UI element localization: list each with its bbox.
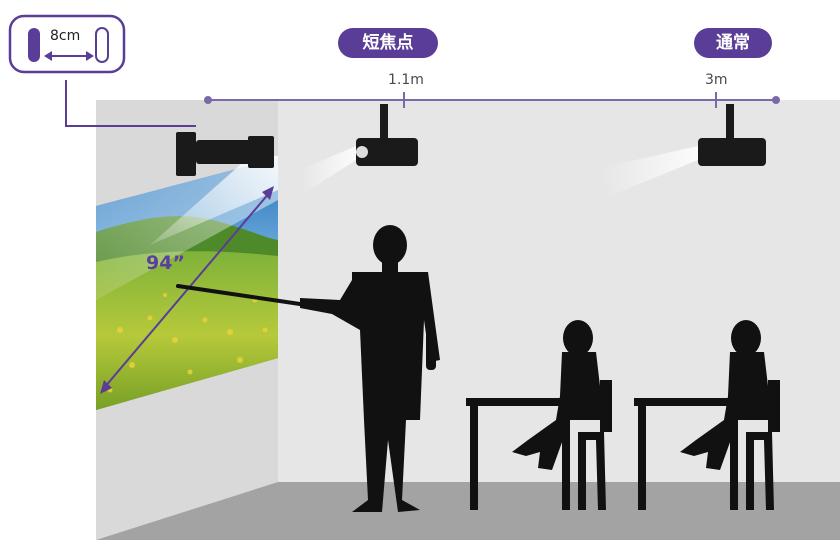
distance-scale <box>204 92 780 108</box>
distance-label-normal: 3m <box>705 72 728 88</box>
diagonal-size-arrow <box>100 186 274 394</box>
short-throw-projector-beam <box>300 146 356 196</box>
short-throw-label: 短焦点 <box>362 33 414 53</box>
screen-size-label: 94” <box>146 252 185 274</box>
student-2-silhouette <box>634 320 780 510</box>
floor <box>96 482 840 540</box>
short-throw-projector <box>356 104 418 166</box>
short-throw-badge: 短焦点 <box>338 28 438 58</box>
distance-label-short: 1.1m <box>388 72 424 88</box>
wall-projector <box>176 132 274 176</box>
teacher-silhouette <box>300 225 440 512</box>
normal-projector-beam <box>600 146 698 196</box>
wall-gap-badge <box>8 14 126 74</box>
student-1-silhouette <box>466 320 612 510</box>
short-throw-beam <box>150 156 278 245</box>
mount-connector-line <box>65 80 196 127</box>
normal-label: 通常 <box>716 33 750 53</box>
pointer-stick <box>176 284 302 306</box>
normal-projector <box>698 104 766 166</box>
normal-badge: 通常 <box>694 28 772 58</box>
wall-gap-label: 8cm <box>50 28 81 44</box>
